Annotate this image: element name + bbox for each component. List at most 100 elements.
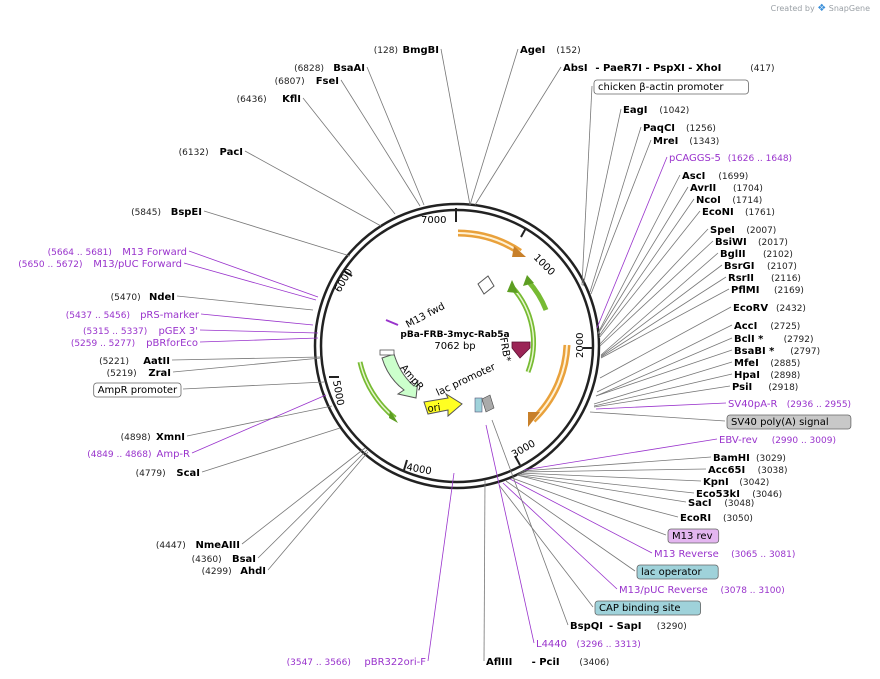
- feature-label-cap-binding-site: CAP binding site: [599, 603, 681, 614]
- site-label-avrii: AvrII: [690, 183, 716, 194]
- site-label-scai: ScaI: [176, 468, 200, 479]
- site-pos-aatii: (5221): [99, 357, 129, 367]
- credit-brand: SnapGene: [828, 4, 870, 13]
- frb-arrow: [511, 341, 531, 359]
- leader-bglii: [600, 252, 719, 356]
- site-label-bsai: BsaI: [232, 554, 256, 565]
- tick-label-2000: 2000: [575, 333, 586, 358]
- green-arc-b: [526, 279, 549, 311]
- leader-ebv-rev: [523, 438, 718, 471]
- site-pos-pcaggs-5: (1626 .. 1648): [728, 154, 792, 164]
- leader-cap-binding-site: [498, 484, 594, 608]
- leader-scai: [201, 427, 341, 473]
- green-arc-a: [510, 285, 537, 373]
- site-label-hpai: HpaI: [734, 370, 760, 381]
- leader-l4440: [485, 424, 535, 644]
- site-pos-bsiwi: (2017): [758, 238, 788, 248]
- site-pos-amp-r: (4849 .. 4868): [87, 450, 151, 460]
- site-pos-econi: (1761): [745, 208, 775, 218]
- site-label-m13-puc-reverse: M13/pUC Reverse: [619, 585, 708, 596]
- site-label-bspqi: BspQI: [570, 621, 603, 632]
- site-pos-pgex-3: (5315 .. 5337): [83, 327, 147, 337]
- feature-box-chicken-actin-promoter: [593, 79, 749, 95]
- site-label-zrai: ZraI: [148, 368, 171, 379]
- site-label-asci: AscI: [682, 171, 705, 182]
- site-label-pcaggs-5: pCAGGS-5: [669, 153, 721, 164]
- site-pos-pbr322ori-f: (3547 .. 3566): [287, 658, 351, 668]
- leader-absi: [474, 66, 562, 206]
- site-pos-nmeaiii: (4447): [156, 541, 186, 551]
- site-label-kpni: KpnI: [703, 477, 729, 488]
- site-pos-ahdi: (4299): [202, 567, 232, 577]
- site-pos-kfli: (6436): [237, 95, 267, 105]
- snapgene-logo-icon: ❖: [817, 3, 827, 14]
- leader-eagi: [582, 108, 622, 287]
- site-pos-ncoi: (1714): [732, 196, 762, 206]
- site-label-bsabi: BsaBI *: [734, 346, 775, 357]
- leader-pflmi: [600, 288, 730, 359]
- leader-bspei: [203, 210, 351, 257]
- site-label-eco53ki: Eco53kI: [696, 489, 740, 500]
- leader-chicken-actin-promoter: [581, 85, 593, 286]
- leader-mfei: [593, 361, 733, 405]
- site-pos-fsei: (6807): [275, 77, 305, 87]
- site-extra-afliii: - PciI: [532, 657, 560, 668]
- leader-sv40-poly-a-signal: [589, 411, 726, 422]
- site-label-bsrgi: BsrGI: [724, 261, 754, 272]
- tick-label-1000: 1000: [531, 252, 557, 278]
- leader-pbr322ori-f: [427, 472, 455, 662]
- m13-fwd-primer-mark: [385, 319, 399, 326]
- site-label-bamhi: BamHI: [713, 453, 750, 464]
- site-pos-m13-reverse: (3065 .. 3081): [731, 550, 795, 560]
- site-pos-zrai: (5219): [107, 369, 137, 379]
- leader-hpai: [593, 373, 733, 407]
- leader-sv40pa-r: [595, 402, 727, 410]
- leader-amp-r: [191, 394, 327, 454]
- site-label-nmeaiii: NmeAIII: [196, 540, 240, 551]
- site-label-mfei: MfeI: [734, 358, 759, 369]
- feature-arcs: [357, 229, 571, 427]
- leader-m13-puc-forward: [183, 262, 317, 301]
- site-pos-bsaai: (6828): [294, 64, 324, 74]
- site-pos-eagi: (1042): [659, 106, 689, 116]
- feature-box-ampr-promoter: [93, 382, 182, 398]
- plasmid-length: 7062 bp: [434, 341, 475, 352]
- site-extra-bspqi: - SapI: [609, 621, 641, 632]
- site-pos-bmgbi: (128): [374, 46, 398, 56]
- site-label-m13-puc-forward: M13/pUC Forward: [93, 259, 182, 270]
- site-pos-bamhi: (3029): [756, 454, 786, 464]
- lac-promoter-arrow: [481, 394, 495, 413]
- site-pos-absi: (417): [750, 64, 774, 74]
- leader-paci: [244, 150, 382, 227]
- leader-bamhi: [521, 456, 712, 472]
- tick-3000: [514, 455, 521, 466]
- site-label-m13-forward: M13 Forward: [122, 247, 187, 258]
- site-pos-bspqi: (3290): [657, 622, 687, 632]
- frb-label: FRB*: [497, 337, 512, 363]
- green-arc-a-arrow: [507, 280, 518, 293]
- site-label-agei: AgeI: [520, 45, 545, 56]
- site-pos-avrii: (1704): [733, 184, 763, 194]
- site-label-sv40pa-r: SV40pA-R: [728, 399, 777, 410]
- leader-kfli: [302, 97, 396, 215]
- m13-fwd-label: M13 fwd: [404, 301, 447, 331]
- tick-label-4000: 4000: [405, 462, 432, 477]
- site-label-bglii: BglII: [720, 249, 746, 260]
- site-pos-scai: (4779): [136, 469, 166, 479]
- site-label-amp-r: Amp-R: [157, 449, 191, 460]
- leader-econi: [598, 210, 701, 339]
- site-pos-m13-puc-reverse: (3078 .. 3100): [721, 586, 785, 596]
- site-pos-hpai: (2898): [770, 371, 800, 381]
- leader-psii: [593, 385, 731, 408]
- site-label-fsei: FseI: [316, 76, 339, 87]
- site-label-acci: AccI: [734, 321, 757, 332]
- tick-marks: [329, 208, 593, 471]
- site-label-econi: EcoNI: [702, 207, 734, 218]
- feature-box-sv40-poly-a-signal: [726, 414, 852, 430]
- chicken-actin-promoter-arrow: [512, 246, 526, 257]
- site-pos-psii: (2918): [768, 383, 798, 393]
- leader-ecori: [516, 474, 679, 518]
- site-pos-m13-puc-forward: (5650 .. 5672): [18, 260, 82, 270]
- tick-label-5000: 5000: [330, 380, 345, 407]
- feature-box-cap-binding-site: [594, 600, 701, 616]
